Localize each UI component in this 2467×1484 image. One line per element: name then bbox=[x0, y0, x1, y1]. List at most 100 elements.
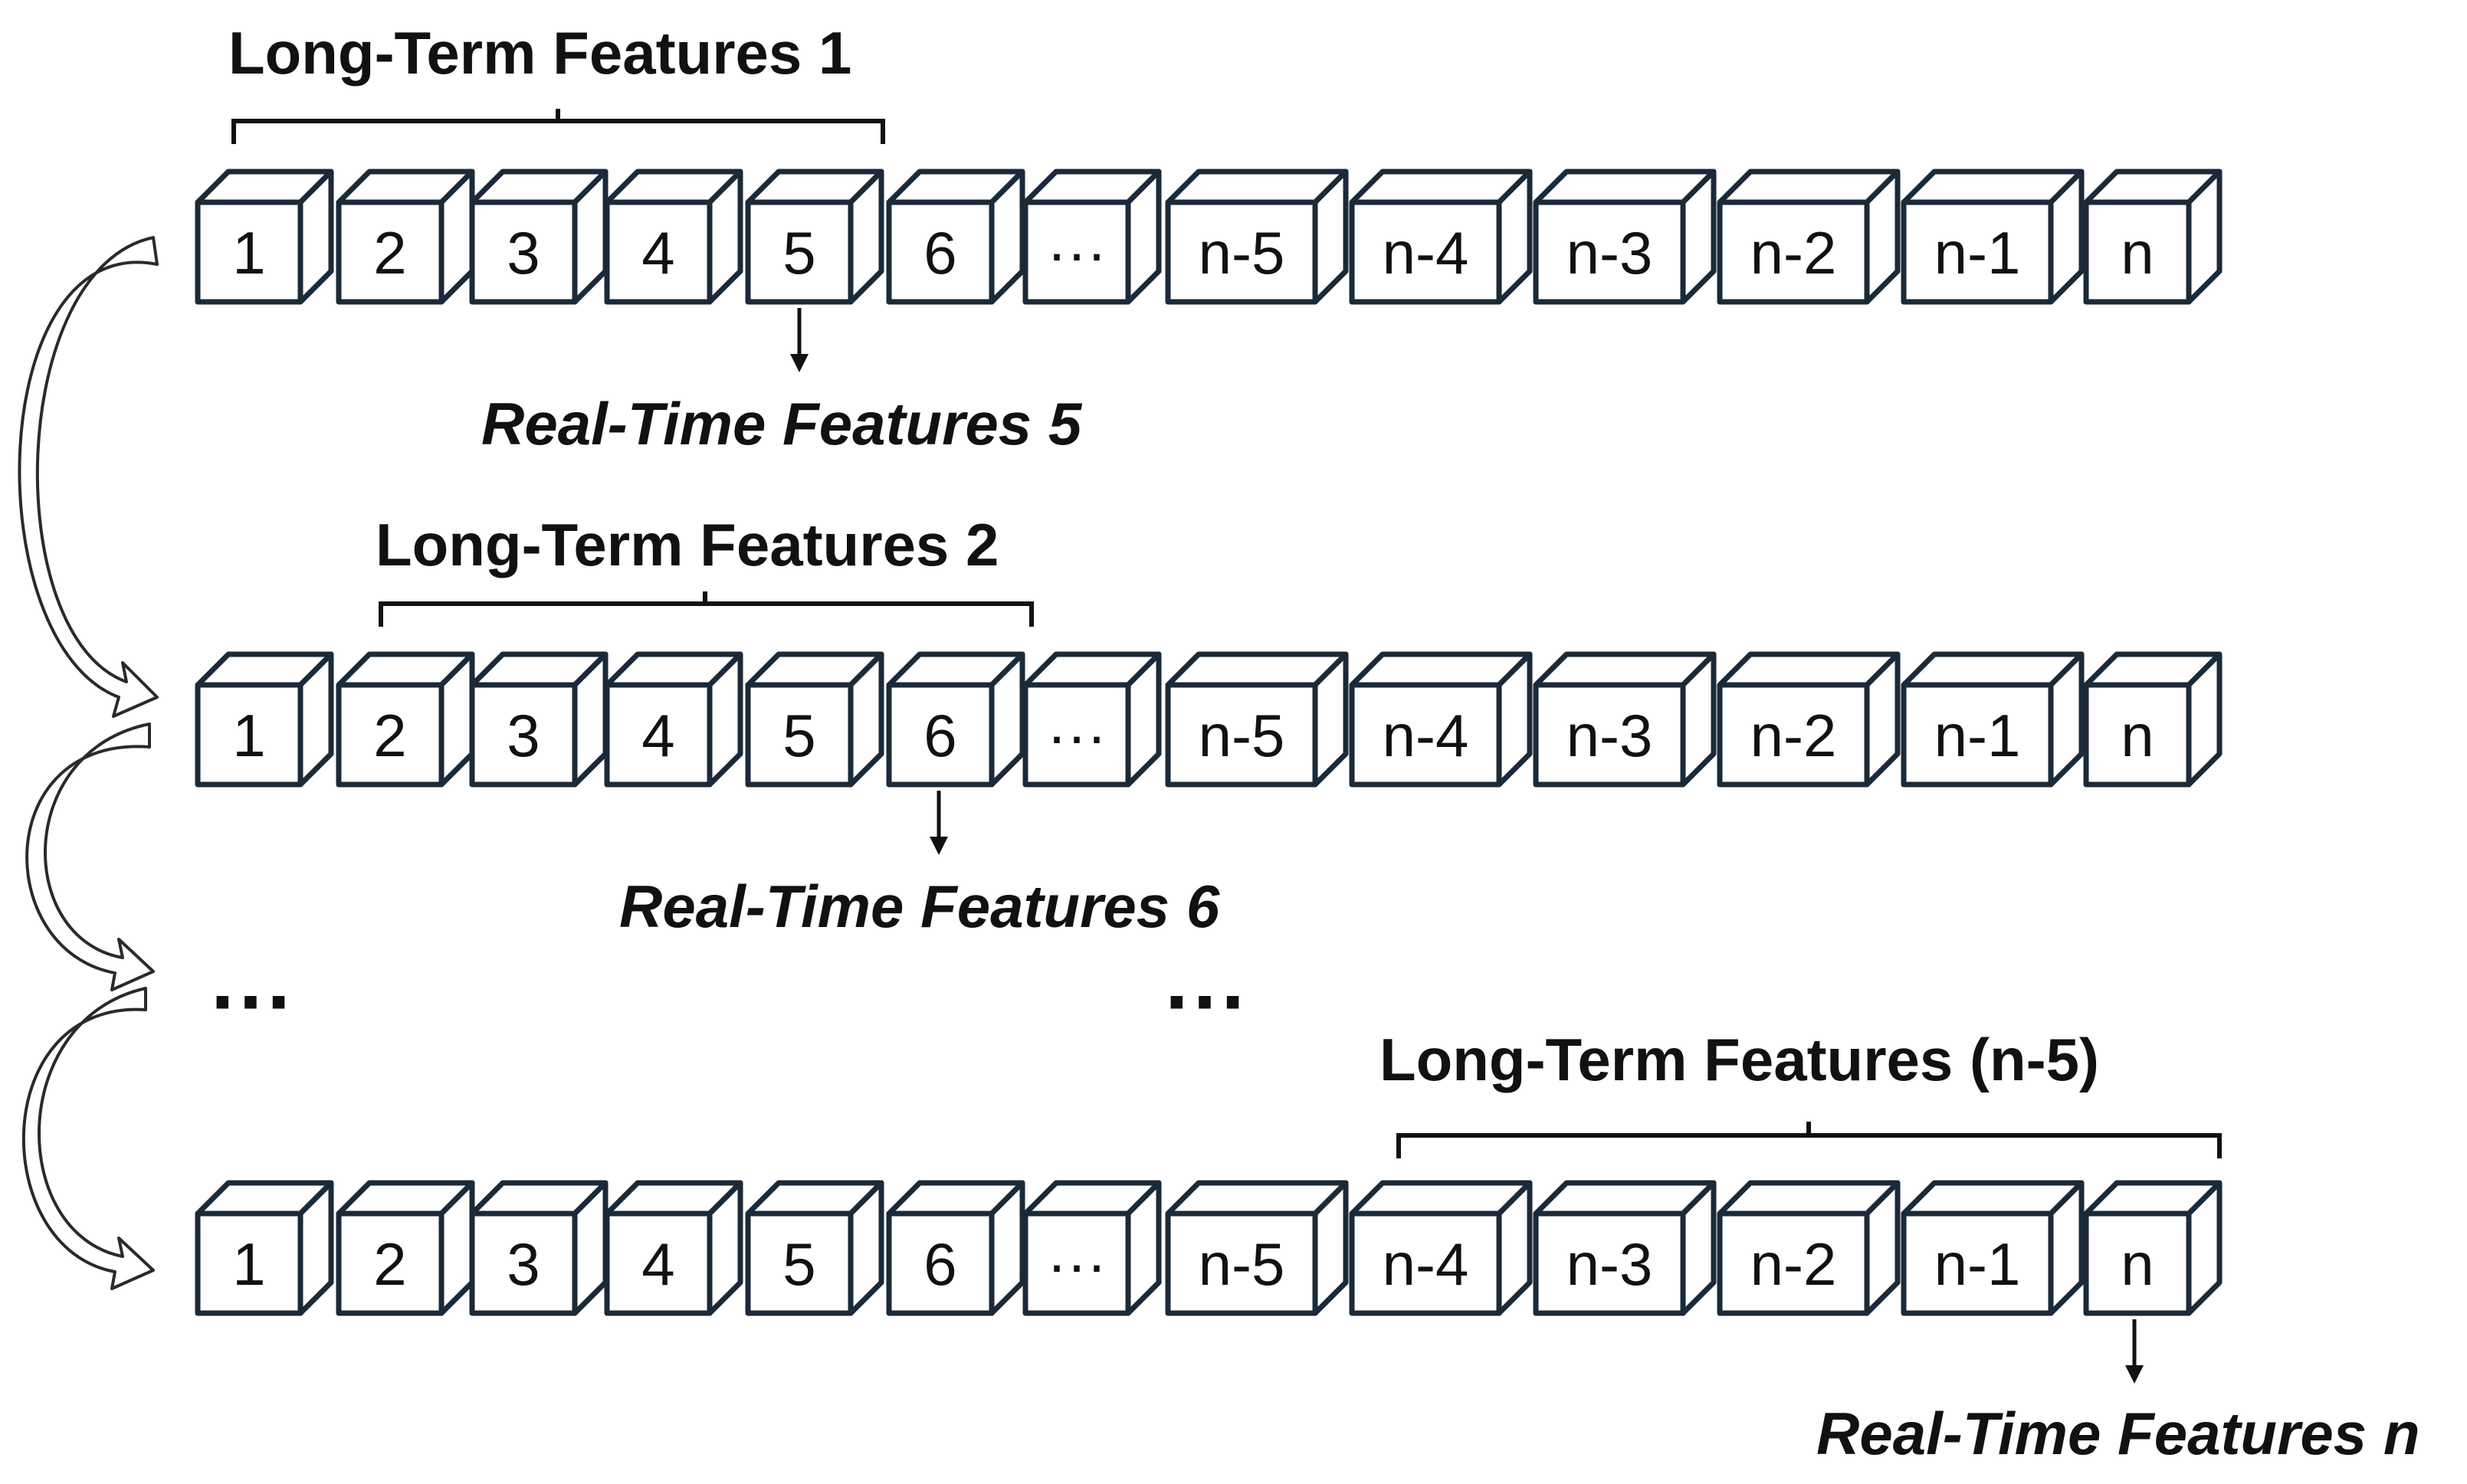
cube-label: n-3 bbox=[1566, 702, 1653, 769]
cube-label: 3 bbox=[507, 219, 540, 287]
cube-label: 3 bbox=[507, 1230, 540, 1298]
cube-label: 6 bbox=[923, 1230, 956, 1298]
cube-label: 1 bbox=[232, 702, 265, 769]
long-term-brace-2 bbox=[379, 591, 1034, 627]
cube-3-8: n-5 bbox=[1165, 1180, 1349, 1316]
cube-label: 2 bbox=[373, 1230, 406, 1298]
real-time-arrowhead-1 bbox=[790, 354, 809, 372]
cube-label: n-1 bbox=[1934, 219, 2021, 287]
cube-label: n bbox=[2121, 702, 2154, 769]
cube-2-4: 4 bbox=[604, 651, 743, 788]
cube-3-12: n-1 bbox=[1901, 1180, 2085, 1316]
cube-2-5: 5 bbox=[745, 651, 884, 788]
cube-label: n-5 bbox=[1199, 702, 1285, 769]
cube-3-13: n bbox=[2083, 1180, 2223, 1316]
cube-label: n-5 bbox=[1199, 1230, 1285, 1298]
cube-label: n bbox=[2121, 1230, 2154, 1298]
cube-2-11: n-2 bbox=[1717, 651, 1901, 788]
cube-1-9: n-4 bbox=[1349, 169, 1533, 305]
cube-2-13: n bbox=[2083, 651, 2223, 788]
cube-2-1: 1 bbox=[195, 651, 334, 788]
cube-2-2: 2 bbox=[336, 651, 475, 788]
long-term-brace-1 bbox=[231, 109, 885, 144]
cube-2-9: n-4 bbox=[1349, 651, 1533, 788]
cube-label: n-1 bbox=[1934, 1230, 2021, 1298]
ellipsis-row: ··· ··· bbox=[211, 955, 1249, 1049]
cube-label: 6 bbox=[923, 219, 956, 287]
cube-label: n-2 bbox=[1750, 702, 1837, 769]
cube-label: n-5 bbox=[1199, 219, 1285, 287]
cube-label: 4 bbox=[641, 219, 674, 287]
cube-1-1: 1 bbox=[195, 169, 334, 305]
real-time-arrowhead-2 bbox=[930, 837, 948, 855]
flow-arrow-ellipsis-to-row3 bbox=[21, 987, 155, 1290]
cube-1-8: n-5 bbox=[1165, 169, 1349, 305]
cube-3-10: n-3 bbox=[1533, 1180, 1717, 1316]
cube-2-8: n-5 bbox=[1165, 651, 1349, 788]
flow-arrows bbox=[18, 236, 159, 1290]
cube-3-6: 6 bbox=[886, 1180, 1025, 1316]
cube-1-12: n-1 bbox=[1901, 169, 2085, 305]
cube-2-6: 6 bbox=[886, 651, 1025, 788]
cube-label: 6 bbox=[923, 702, 956, 769]
long-term-label-3: Long-Term Features (n-5) bbox=[1379, 1026, 2099, 1093]
real-time-label-1: Real-Time Features 5 bbox=[481, 390, 1083, 457]
cube-1-4: 4 bbox=[604, 169, 743, 305]
cube-3-5: 5 bbox=[745, 1180, 884, 1316]
real-time-label-2: Real-Time Features 6 bbox=[619, 873, 1220, 940]
cube-1-7: ··· bbox=[1022, 169, 1162, 305]
cube-3-3: 3 bbox=[469, 1180, 609, 1316]
cube-label: ··· bbox=[1047, 219, 1107, 287]
cube-label: 2 bbox=[373, 702, 406, 769]
cube-3-1: 1 bbox=[195, 1180, 334, 1316]
cube-label: n-4 bbox=[1383, 702, 1469, 769]
cube-1-5: 5 bbox=[745, 169, 884, 305]
long-term-label-2: Long-Term Features 2 bbox=[376, 511, 999, 578]
cube-label: n-1 bbox=[1934, 702, 2021, 769]
cube-label: ··· bbox=[1047, 1230, 1107, 1298]
cube-label: 4 bbox=[641, 1230, 674, 1298]
cube-1-13: n bbox=[2083, 169, 2223, 305]
cube-label: 5 bbox=[782, 219, 815, 287]
cube-1-11: n-2 bbox=[1717, 169, 1901, 305]
cube-3-7: ··· bbox=[1022, 1180, 1162, 1316]
cube-1-10: n-3 bbox=[1533, 169, 1717, 305]
cube-2-7: ··· bbox=[1022, 651, 1162, 788]
cube-label: 2 bbox=[373, 219, 406, 287]
cube-1-6: 6 bbox=[886, 169, 1025, 305]
cube-label: 3 bbox=[507, 702, 540, 769]
cube-row-1: 1 2 3 4 5 6 ··· n-5 n-4 n-3 n-2 n-1 n bbox=[195, 169, 2223, 305]
cube-label: n-3 bbox=[1566, 1230, 1653, 1298]
cube-2-3: 3 bbox=[469, 651, 609, 788]
cube-label: n-2 bbox=[1750, 1230, 1837, 1298]
ellipsis-left: ··· bbox=[211, 955, 295, 1049]
cube-label: 5 bbox=[782, 1230, 815, 1298]
cube-2-10: n-3 bbox=[1533, 651, 1717, 788]
cube-label: 5 bbox=[782, 702, 815, 769]
cube-2-12: n-1 bbox=[1901, 651, 2085, 788]
flow-arrow-row2-to-ellipsis bbox=[25, 722, 155, 991]
cube-label: n-3 bbox=[1566, 219, 1653, 287]
cube-label: 1 bbox=[232, 219, 265, 287]
cube-label: n-4 bbox=[1383, 1230, 1469, 1298]
cube-3-9: n-4 bbox=[1349, 1180, 1533, 1316]
cube-label: n-2 bbox=[1750, 219, 1837, 287]
cube-label: ··· bbox=[1047, 702, 1107, 769]
cube-3-4: 4 bbox=[604, 1180, 743, 1316]
real-time-label-3: Real-Time Features n bbox=[1816, 1400, 2420, 1467]
flow-arrow-row1-to-row2 bbox=[18, 236, 159, 718]
cube-3-11: n-2 bbox=[1717, 1180, 1901, 1316]
cube-1-3: 3 bbox=[469, 169, 609, 305]
real-time-arrowhead-3 bbox=[2125, 1365, 2144, 1384]
cube-1-2: 2 bbox=[336, 169, 475, 305]
cube-3-2: 2 bbox=[336, 1180, 475, 1316]
long-term-brace-3 bbox=[1396, 1122, 2222, 1158]
cube-label: n bbox=[2121, 219, 2154, 287]
